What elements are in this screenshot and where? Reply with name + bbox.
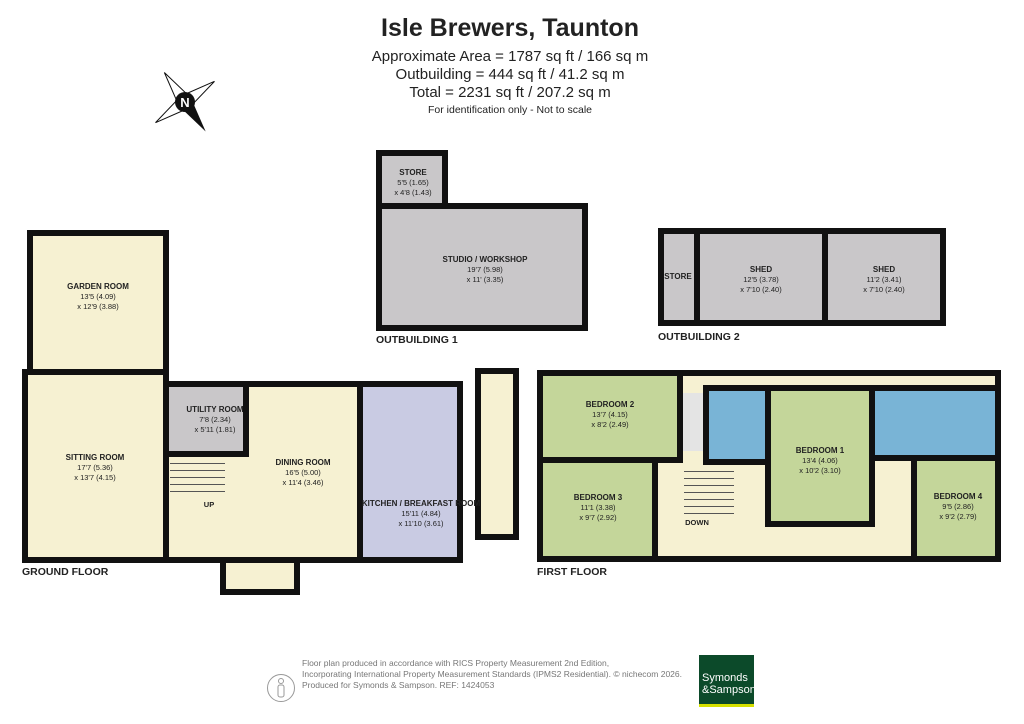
page-title: Isle Brewers, Taunton [381,14,639,42]
store-label-2: STORE [664,272,692,281]
shed-1 [694,228,828,326]
stairs-down-label: DOWN [685,518,709,527]
garden-room [27,230,169,375]
side-passage [475,368,519,540]
approx-area: Approximate Area = 1787 sq ft / 166 sq m [371,48,649,65]
person-scale-icon [267,674,295,702]
kitchen-breakfast-room [357,381,463,563]
compass-icon: N [155,72,215,132]
total-area: Total = 2231 sq ft / 207.2 sq m [409,84,611,101]
bedroom-2 [537,370,683,463]
bedroom-3 [537,457,658,562]
svg-text:N: N [180,95,189,110]
disclaimer: For identification only - Not to scale [428,104,592,116]
stairs [170,457,225,497]
outbuilding-2-label: OUTBUILDING 2 [658,331,740,343]
utility-room [163,381,249,457]
cupboard [683,393,705,451]
footer-note: Floor plan produced in accordance with R… [302,658,682,690]
agent-logo: Symonds&Sampson [699,655,756,707]
porch [220,557,300,595]
studio-workshop [376,203,588,331]
sitting-room [22,369,169,563]
outbuilding-area: Outbuilding = 444 sq ft / 41.2 sq m [395,66,625,83]
shed-2 [822,228,946,326]
bedroom-4 [911,455,1001,562]
outbuilding-1-label: OUTBUILDING 1 [376,334,458,346]
bathroom [869,385,1001,461]
shower-room [703,385,771,465]
first-floor-label: FIRST FLOOR [537,566,607,578]
ground-floor-label: GROUND FLOOR [22,566,109,578]
stairs-first [684,465,734,515]
stairs-up-label: UP [203,500,215,509]
